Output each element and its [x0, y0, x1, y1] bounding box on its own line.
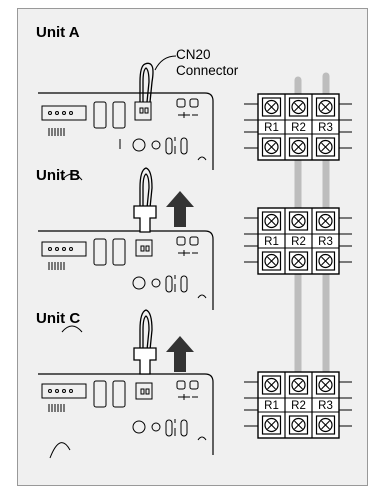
screw-slot — [294, 420, 303, 430]
arrow-up-icon — [166, 336, 194, 372]
terminal-label-r3: R3 — [318, 122, 333, 134]
circuit-board-c — [38, 373, 214, 455]
circuit-board-a — [38, 92, 214, 170]
board-components-c — [41, 325, 207, 459]
cn20-jumper-b — [133, 167, 157, 233]
terminal-block-2: R1 R2 R3 — [244, 207, 352, 275]
screw-slot — [294, 102, 303, 112]
screw-slot — [294, 142, 303, 152]
screw-slot — [321, 380, 330, 390]
board-components-a — [41, 98, 207, 161]
screw-slot — [267, 380, 276, 390]
cn20-jumper-c — [133, 309, 157, 375]
unit-a-label: Unit A — [36, 24, 80, 41]
terminal-label-r1: R1 — [264, 236, 279, 248]
terminal-label-r2: R2 — [291, 400, 306, 412]
screw-slot — [294, 256, 303, 266]
arrow-up-icon — [166, 191, 194, 227]
screw-slot — [321, 216, 330, 226]
callout-line — [154, 55, 177, 71]
screw-slot — [267, 102, 276, 112]
terminal-label-r2: R2 — [291, 122, 306, 134]
screw-slot — [321, 142, 330, 152]
terminal-block-3: R1 R2 R3 — [244, 371, 352, 439]
board-components-b — [41, 173, 207, 299]
terminal-block-1: R1 R2 R3 — [244, 93, 352, 161]
screw-slot — [267, 142, 276, 152]
terminal-label-r3: R3 — [318, 236, 333, 248]
screw-slot — [294, 216, 303, 226]
screw-slot — [321, 420, 330, 430]
terminal-label-r1: R1 — [264, 122, 279, 134]
screw-slot — [321, 256, 330, 266]
cn20-jumper-a — [139, 62, 154, 103]
screw-slot — [294, 380, 303, 390]
terminal-label-r1: R1 — [264, 400, 279, 412]
arc-c — [61, 325, 83, 333]
cn20-label: CN20 — [176, 47, 211, 62]
screw-slot — [267, 256, 276, 266]
circuit-board-b — [38, 230, 214, 310]
terminal-label-r3: R3 — [318, 400, 333, 412]
screw-slot — [267, 216, 276, 226]
unit-b-label: Unit B — [36, 167, 80, 184]
arc-b — [61, 173, 83, 181]
unit-c-label: Unit C — [36, 310, 80, 327]
terminal-label-r2: R2 — [291, 236, 306, 248]
screw-slot — [321, 102, 330, 112]
screw-slot — [267, 420, 276, 430]
connector-label: Connector — [176, 63, 239, 78]
